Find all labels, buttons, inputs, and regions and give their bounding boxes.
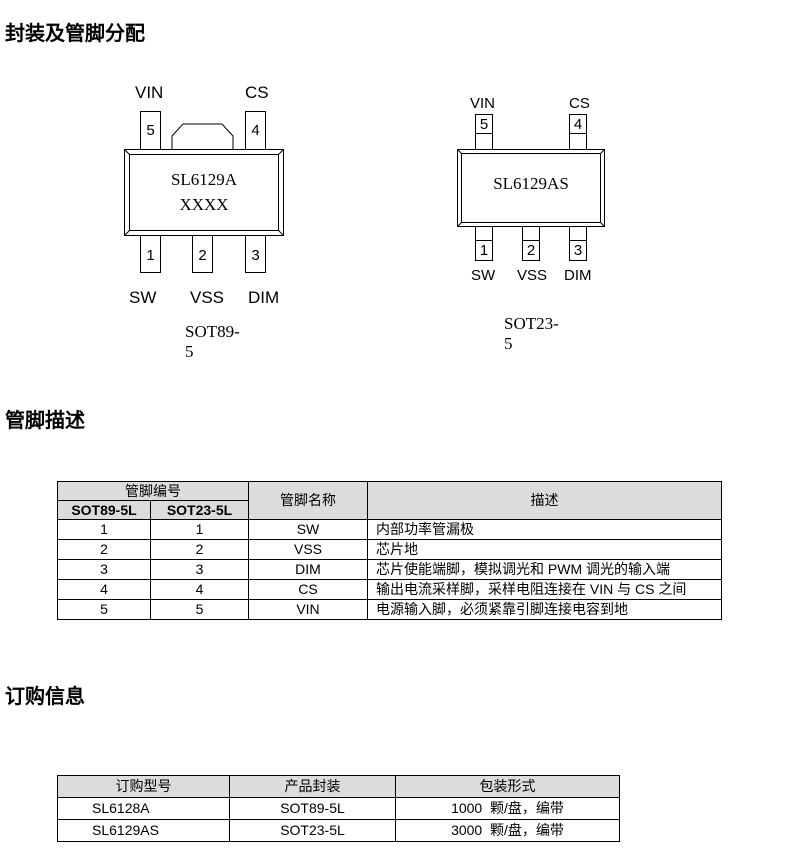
sot23-pin5-number: 5 xyxy=(479,116,489,133)
sot89-pin3-label: DIM xyxy=(248,288,280,307)
header-description: 描述 xyxy=(367,481,722,520)
section-title-pin-desc: 管脚描述 xyxy=(5,408,85,432)
cell-description: 输出电流采样脚，采样电阻连接在 VIN 与 CS 之间 xyxy=(367,579,722,600)
cell-packing: 3000 颗/盘，编带 xyxy=(395,819,620,842)
cell-sot23: 4 xyxy=(150,579,249,600)
sot89-heat-tab xyxy=(171,123,234,151)
sot23-pin4-number: 4 xyxy=(573,116,583,133)
sot23-diagram: VIN CS 5 4 SL6129AS 1 2 3 SW VSS DIM SOT… xyxy=(0,0,605,353)
cell-sot89: 4 xyxy=(57,579,151,600)
sot23-body-inner xyxy=(461,153,601,223)
sot89-pin2: 2 xyxy=(192,235,213,273)
sot89-pin5-number: 5 xyxy=(146,122,155,139)
cell-description: 内部功率管漏极 xyxy=(367,519,722,540)
section-title-order: 订购信息 xyxy=(5,684,85,708)
cell-pin-name: CS xyxy=(248,579,368,600)
sot23-pin3: 3 xyxy=(569,226,587,261)
sot23-pin2-label: VSS xyxy=(517,267,548,284)
table-row: 4 4 CS 输出电流采样脚，采样电阻连接在 VIN 与 CS 之间 xyxy=(57,579,722,600)
cell-description: 电源输入脚，必须紧靠引脚连接电容到地 xyxy=(367,599,722,620)
cell-order-model: SL6129AS xyxy=(57,819,230,842)
sot23-pin2: 2 xyxy=(522,226,540,261)
header-package: 产品封装 xyxy=(229,775,396,798)
sot23-body xyxy=(457,149,605,227)
sot89-marking: XXXX xyxy=(179,195,229,214)
header-pin-name: 管脚名称 xyxy=(248,481,368,520)
sot89-pin5-label: VIN xyxy=(135,83,164,102)
sot23-pin3-label: DIM xyxy=(564,267,592,284)
sot89-pin4-label: CS xyxy=(245,83,269,102)
sot23-pin5-label: VIN xyxy=(470,95,496,112)
header-sot89: SOT89-5L xyxy=(57,500,151,520)
sot89-pin3-number: 3 xyxy=(251,247,260,264)
header-pin-number-group: 管脚编号 xyxy=(57,481,249,501)
table-row: 3 3 DIM 芯片使能端脚，模拟调光和 PWM 调光的输入端 xyxy=(57,559,722,580)
sot89-package-name: SOT89-5 xyxy=(185,322,240,361)
cell-sot23: 1 xyxy=(150,519,249,540)
order-info-table: 订购型号 产品封装 包装形式 SL6128A SOT89-5L 1000 颗/盘… xyxy=(57,775,620,842)
sot89-pin4: 4 xyxy=(245,111,266,150)
sot23-pin4: 4 xyxy=(569,114,587,150)
sot23-pin5: 5 xyxy=(475,114,493,150)
cell-description: 芯片使能端脚，模拟调光和 PWM 调光的输入端 xyxy=(367,559,722,580)
sot89-chip-name: SL6129A xyxy=(170,170,238,189)
sot23-pin1-label: SW xyxy=(471,267,496,284)
cell-sot89: 2 xyxy=(57,539,151,560)
sot23-pin2-number: 2 xyxy=(526,242,536,259)
cell-order-model: SL6128A xyxy=(57,797,230,820)
cell-packing: 1000 颗/盘，编带 xyxy=(395,797,620,820)
sot89-pin5: 5 xyxy=(140,111,161,150)
sot89-pin1-label: SW xyxy=(129,288,157,307)
sot89-pin1: 1 xyxy=(140,235,161,273)
table-row: 1 1 SW 内部功率管漏极 xyxy=(57,519,722,540)
header-packing: 包装形式 xyxy=(395,775,620,798)
table-row: 5 5 VIN 电源输入脚，必须紧靠引脚连接电容到地 xyxy=(57,599,722,620)
pin-description-table: 管脚编号 管脚名称 描述 SOT89-5L SOT23-5L 1 1 SW 内部… xyxy=(57,481,722,620)
cell-sot89: 5 xyxy=(57,599,151,620)
cell-description: 芯片地 xyxy=(367,539,722,560)
cell-pin-name: SW xyxy=(248,519,368,540)
sot23-pin1: 1 xyxy=(475,226,493,261)
cell-pin-name: VIN xyxy=(248,599,368,620)
cell-sot23: 3 xyxy=(150,559,249,580)
cell-sot89: 1 xyxy=(57,519,151,540)
sot23-pin3-number: 3 xyxy=(573,242,583,259)
sot23-body-bevel xyxy=(457,149,605,227)
sot89-diagram: VIN CS 5 4 SL6129A XXXX 1 2 3 SW VSS DIM… xyxy=(0,0,284,361)
table-row: SL6129AS SOT23-5L 3000 颗/盘，编带 xyxy=(57,819,620,842)
sot89-pin3: 3 xyxy=(245,235,266,273)
sot89-pin2-label: VSS xyxy=(190,288,225,307)
cell-sot89: 3 xyxy=(57,559,151,580)
sot89-pin4-number: 4 xyxy=(251,122,260,139)
cell-package: SOT23-5L xyxy=(229,819,396,842)
sot23-package-name: SOT23-5 xyxy=(504,314,559,353)
sot23-pin4-label: CS xyxy=(569,95,590,112)
cell-package: SOT89-5L xyxy=(229,797,396,820)
header-sot23: SOT23-5L xyxy=(150,500,249,520)
sot89-body-bevel xyxy=(124,149,284,236)
sot89-body-inner xyxy=(129,154,279,231)
sot23-chip-name: SL6129AS xyxy=(493,174,569,193)
section-title-package: 封装及管脚分配 xyxy=(5,21,145,45)
cell-sot23: 5 xyxy=(150,599,249,620)
header-order-model: 订购型号 xyxy=(57,775,230,798)
cell-sot23: 2 xyxy=(150,539,249,560)
sot23-pin1-number: 1 xyxy=(479,242,489,259)
sot89-pin1-number: 1 xyxy=(146,247,155,264)
sot89-pin2-number: 2 xyxy=(198,247,207,264)
cell-pin-name: DIM xyxy=(248,559,368,580)
table-row: SL6128A SOT89-5L 1000 颗/盘，编带 xyxy=(57,797,620,820)
cell-pin-name: VSS xyxy=(248,539,368,560)
table-row: 2 2 VSS 芯片地 xyxy=(57,539,722,560)
